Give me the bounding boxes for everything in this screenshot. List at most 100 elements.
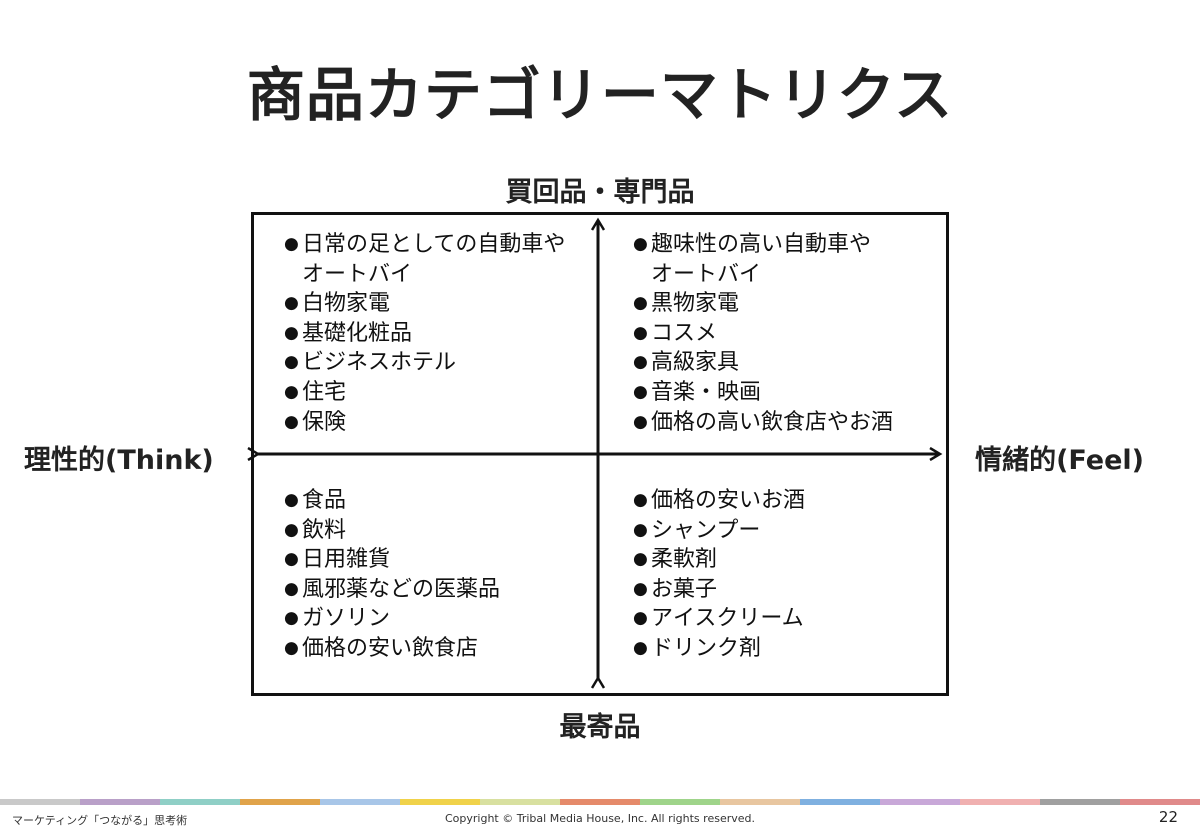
quadrant-item-label: 高級家具 xyxy=(651,350,740,376)
quadrant-item-label: 価格の高い飲食店やお酒 xyxy=(651,409,894,435)
bullet-icon: ● xyxy=(284,352,299,373)
quadrant-item: ●ビジネスホテル xyxy=(284,348,565,378)
quadrant-item-label: 日用雑貨 xyxy=(302,547,391,573)
stripe-segment xyxy=(880,799,960,805)
quadrant-item: オートバイ xyxy=(633,260,893,290)
bullet-icon: ● xyxy=(633,352,648,373)
bullet-icon: ● xyxy=(284,637,299,658)
bullet-icon: ● xyxy=(284,381,299,402)
page-number: 22 xyxy=(1158,808,1178,826)
quadrant-item-label: 柔軟剤 xyxy=(651,547,718,573)
bottom-axis-label: 最寄品 xyxy=(559,712,641,743)
quadrant-item: ●黒物家電 xyxy=(633,289,893,319)
bullet-icon: ● xyxy=(284,549,299,570)
stripe-segment xyxy=(1120,799,1200,805)
stripe-segment xyxy=(320,799,400,805)
stripe-segment xyxy=(720,799,800,805)
bullet-icon: ● xyxy=(284,608,299,629)
quadrant-item-label: 保険 xyxy=(302,409,347,435)
bullet-icon: ● xyxy=(284,322,299,343)
quadrant-item: ●アイスクリーム xyxy=(633,604,805,634)
quadrant-item-label: オートバイ xyxy=(302,261,413,287)
quadrant-item-label: 価格の安い飲食店 xyxy=(302,635,479,661)
quadrant-item: ●価格の安い飲食店 xyxy=(284,634,500,664)
quadrant-bottom-right: ●価格の安いお酒●シャンプー●柔軟剤●お菓子●アイスクリーム●ドリンク剤 xyxy=(633,486,805,664)
right-axis-label: 情緒的(Feel) xyxy=(975,445,1144,476)
stripe-segment xyxy=(160,799,240,805)
quadrant-item-label: ドリンク剤 xyxy=(651,635,762,661)
quadrant-item: オートバイ xyxy=(284,260,565,290)
quadrant-item: ●風邪薬などの医薬品 xyxy=(284,575,500,605)
quadrant-item: ●柔軟剤 xyxy=(633,545,805,575)
bullet-icon xyxy=(633,260,651,290)
quadrant-item-label: 飲料 xyxy=(302,517,347,543)
quadrant-item-label: 食品 xyxy=(302,488,347,513)
quadrant-item-label: 基礎化粧品 xyxy=(302,320,413,346)
quadrant-item: ●価格の安いお酒 xyxy=(633,486,805,516)
quadrant-bottom-left: ●食品●飲料●日用雑貨●風邪薬などの医薬品●ガソリン●価格の安い飲食店 xyxy=(284,486,500,664)
quadrant-top-left: ●日常の足としての自動車やオートバイ●白物家電●基礎化粧品●ビジネスホテル●住宅… xyxy=(284,230,565,437)
quadrant-item: ●シャンプー xyxy=(633,516,805,546)
quadrant-item: ●日常の足としての自動車や xyxy=(284,230,565,260)
quadrant-item-label: ガソリン xyxy=(302,606,391,632)
bullet-icon: ● xyxy=(284,234,299,254)
footer-color-stripe xyxy=(0,799,1200,805)
quadrant-top-right: ●趣味性の高い自動車やオートバイ●黒物家電●コスメ●高級家具●音楽・映画●価格の… xyxy=(633,230,893,437)
quadrant-item-label: 風邪薬などの医薬品 xyxy=(302,576,501,602)
quadrant-item: ●コスメ xyxy=(633,319,893,349)
bullet-icon: ● xyxy=(633,549,648,570)
quadrant-item: ●基礎化粧品 xyxy=(284,319,565,349)
bullet-icon: ● xyxy=(633,608,648,629)
quadrant-item-label: シャンプー xyxy=(651,517,761,543)
stripe-segment xyxy=(480,799,560,805)
quadrant-item: ●保険 xyxy=(284,408,565,438)
stripe-segment xyxy=(0,799,80,805)
copyright-text: Copyright © Tribal Media House, Inc. All… xyxy=(445,812,755,825)
bullet-icon xyxy=(284,260,302,290)
bullet-icon: ● xyxy=(284,519,299,540)
left-axis-label: 理性的(Think) xyxy=(24,445,214,476)
bullet-icon: ● xyxy=(633,293,648,314)
quadrant-item-label: 住宅 xyxy=(302,379,347,405)
page-title: 商品カテゴリーマトリクス xyxy=(246,61,954,129)
stripe-segment xyxy=(960,799,1040,805)
stripe-segment xyxy=(560,799,640,805)
quadrant-item: ●白物家電 xyxy=(284,289,565,319)
stripe-segment xyxy=(800,799,880,805)
top-axis-label: 買回品・専門品 xyxy=(505,177,695,208)
quadrant-item-label: オートバイ xyxy=(651,261,762,287)
bullet-icon: ● xyxy=(633,411,648,432)
quadrant-item-label: お菓子 xyxy=(651,576,718,602)
quadrant-item: ●住宅 xyxy=(284,378,565,408)
quadrant-item: ●ガソリン xyxy=(284,604,500,634)
quadrant-item: ●趣味性の高い自動車や xyxy=(633,230,893,260)
quadrant-item: ●ドリンク剤 xyxy=(633,634,805,664)
stripe-segment xyxy=(240,799,320,805)
quadrant-item-label: 価格の安いお酒 xyxy=(651,488,806,513)
quadrant-item-label: 黒物家電 xyxy=(651,291,740,317)
quadrant-item-label: アイスクリーム xyxy=(651,606,804,632)
quadrant-item: ●食品 xyxy=(284,486,500,516)
bullet-icon: ● xyxy=(284,578,299,599)
quadrant-item: ●価格の高い飲食店やお酒 xyxy=(633,408,893,438)
stripe-segment xyxy=(400,799,480,805)
footer-title: マーケティング「つながる」思考術 xyxy=(12,814,188,827)
bullet-icon: ● xyxy=(633,578,648,599)
stripe-segment xyxy=(80,799,160,805)
quadrant-item: ●日用雑貨 xyxy=(284,545,500,575)
bullet-icon: ● xyxy=(284,411,299,432)
quadrant-item: ●お菓子 xyxy=(633,575,805,605)
quadrant-item-label: 音楽・映画 xyxy=(651,379,762,405)
quadrant-item: ●音楽・映画 xyxy=(633,378,893,408)
quadrant-item: ●飲料 xyxy=(284,516,500,546)
bullet-icon: ● xyxy=(633,322,648,343)
quadrant-item: ●高級家具 xyxy=(633,348,893,378)
quadrant-item-label: ビジネスホテル xyxy=(302,350,457,376)
bullet-icon: ● xyxy=(633,637,648,658)
quadrant-item-label: 白物家電 xyxy=(302,291,391,317)
bullet-icon: ● xyxy=(284,490,299,510)
bullet-icon: ● xyxy=(633,381,648,402)
quadrant-item-label: コスメ xyxy=(651,320,718,346)
bullet-icon: ● xyxy=(633,490,648,510)
